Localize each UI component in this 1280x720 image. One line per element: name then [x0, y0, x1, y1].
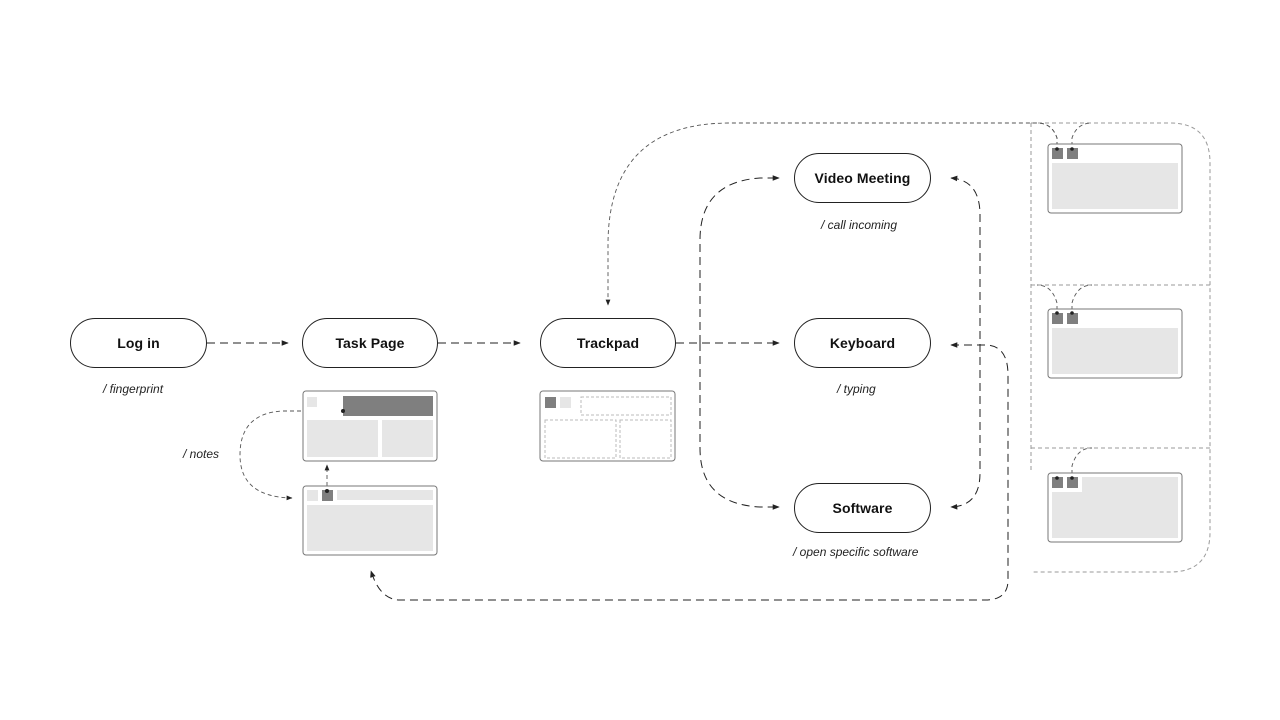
arrow-trackpad-to-video [699, 175, 780, 343]
trackpad-wireframe [539, 390, 676, 462]
node-task-page[interactable]: Task Page [302, 318, 438, 368]
notes-loop [239, 410, 343, 501]
note-notes: / notes [183, 447, 220, 461]
arrow-loop-to-taskpage [370, 342, 1009, 601]
screen-wireframe-bottom [1047, 447, 1183, 543]
arc-screens-to-trackpad [605, 122, 1058, 306]
device-screens-panel [1030, 122, 1211, 573]
node-trackpad[interactable]: Trackpad [540, 318, 676, 368]
node-keyboard[interactable]: Keyboard [794, 318, 931, 368]
note-fingerprint: / fingerprint [103, 382, 164, 396]
note-typing: / typing [837, 382, 876, 396]
flow-arrows [207, 175, 1009, 601]
arrow-video-keyboard-software [950, 175, 981, 510]
taskpage-wireframe-notes [302, 485, 438, 556]
note-call-incoming: / call incoming [821, 218, 898, 232]
taskpage-wireframe-main [302, 390, 438, 462]
node-video-meeting[interactable]: Video Meeting [794, 153, 931, 203]
note-open-software: / open specific software [793, 545, 919, 559]
screen-wireframe-middle [1036, 284, 1183, 379]
node-login[interactable]: Log in [70, 318, 207, 368]
screen-wireframe-top [1036, 122, 1183, 214]
arrow-trackpad-to-software [699, 343, 780, 510]
node-software[interactable]: Software [794, 483, 931, 533]
